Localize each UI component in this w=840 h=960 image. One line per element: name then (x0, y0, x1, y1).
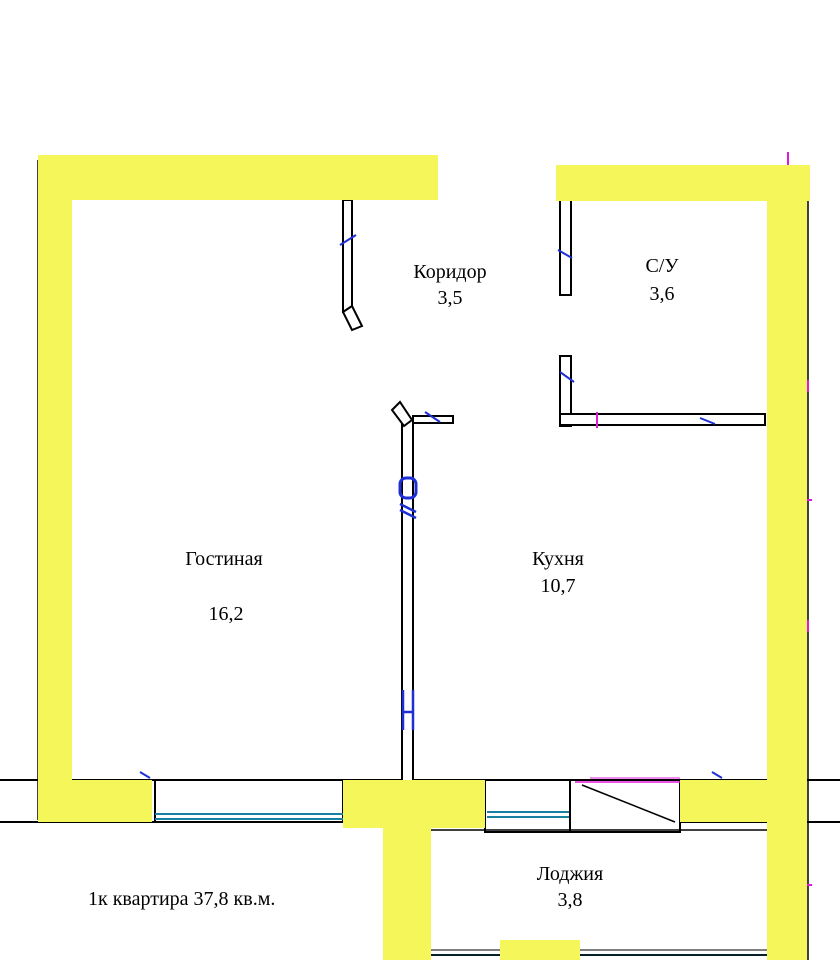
living-window (154, 779, 344, 823)
kitchen-door-leaf (390, 400, 414, 428)
loggia-outline (429, 829, 771, 956)
windows (154, 779, 770, 956)
room-name-corridor: Коридор (413, 261, 486, 283)
room-name-loggia: Лоджия (537, 863, 603, 885)
room-area-bathroom: 3,6 (650, 283, 675, 305)
loggia-parapet (500, 940, 580, 960)
kitchen-window (484, 779, 571, 833)
right-wall (767, 165, 807, 960)
bottom-right-wall (680, 780, 767, 822)
walls (38, 155, 810, 960)
room-name-living: Гостиная (185, 548, 262, 570)
dimension-marks (139, 152, 812, 886)
corridor-door-leaf (341, 304, 364, 332)
room-area-kitchen: 10,7 (541, 575, 576, 597)
top-left-wall (38, 155, 438, 200)
room-area-loggia: 3,8 (558, 889, 583, 911)
room-labels: Коридор 3,5 С/У 3,6 Гостиная 16,2 Кухня … (88, 255, 679, 911)
room-name-kitchen: Кухня (532, 548, 584, 570)
balcony-door (569, 779, 681, 833)
partition-cap (412, 415, 454, 424)
bathroom-partition-upper (559, 199, 572, 296)
room-name-bathroom: С/У (645, 255, 679, 277)
apartment-caption: 1к квартира 37,8 кв.м. (88, 888, 275, 910)
left-wall (38, 155, 72, 820)
room-area-living: 16,2 (209, 603, 244, 625)
center-column (383, 820, 431, 960)
bathroom-partition-bottom (559, 413, 766, 426)
room-area-corridor: 3,5 (438, 287, 463, 309)
bottom-left-wall (38, 780, 152, 822)
corridor-left-partition (342, 199, 353, 313)
